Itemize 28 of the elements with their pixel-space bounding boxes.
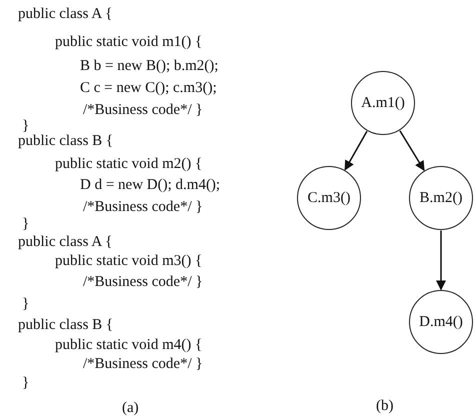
code-line: /*Business code*/ } xyxy=(83,101,203,119)
code-line: public static void m1() { xyxy=(55,33,202,51)
code-line: C c = new C(); c.m3(); xyxy=(80,79,217,97)
method-name: D.m4() xyxy=(419,314,463,330)
arrow xyxy=(344,130,368,171)
code-line: public class B { xyxy=(18,132,114,150)
code-line: /*Business code*/ } xyxy=(83,198,203,216)
code-line: } xyxy=(22,295,30,313)
method-name: C.m3() xyxy=(308,190,350,206)
code-line: } xyxy=(22,374,30,392)
method-name: B.m2() xyxy=(420,190,462,206)
arrow xyxy=(399,130,425,172)
code-line: public class A { xyxy=(18,5,112,23)
method-name: A.m1() xyxy=(361,94,405,112)
code-line: B b = new B(); b.m2(); xyxy=(80,57,218,75)
code-line: /*Business code*/ } xyxy=(83,355,203,373)
code-line: /*Business code*/ } xyxy=(83,273,203,291)
code-line: public static void m4() { xyxy=(55,336,202,354)
code-line: public class A { xyxy=(18,233,112,251)
code-line: } xyxy=(22,215,30,233)
arrow xyxy=(436,230,446,290)
code-line: public class B { xyxy=(18,316,114,334)
panel-label: (a) xyxy=(122,399,139,417)
code-line: public static void m3() { xyxy=(55,252,202,270)
code-line: } xyxy=(22,117,30,134)
code-line: public static void m2() { xyxy=(55,155,202,173)
panel-label: (b) xyxy=(376,397,394,415)
code-line: D d = new D(); d.m4(); xyxy=(80,176,220,194)
